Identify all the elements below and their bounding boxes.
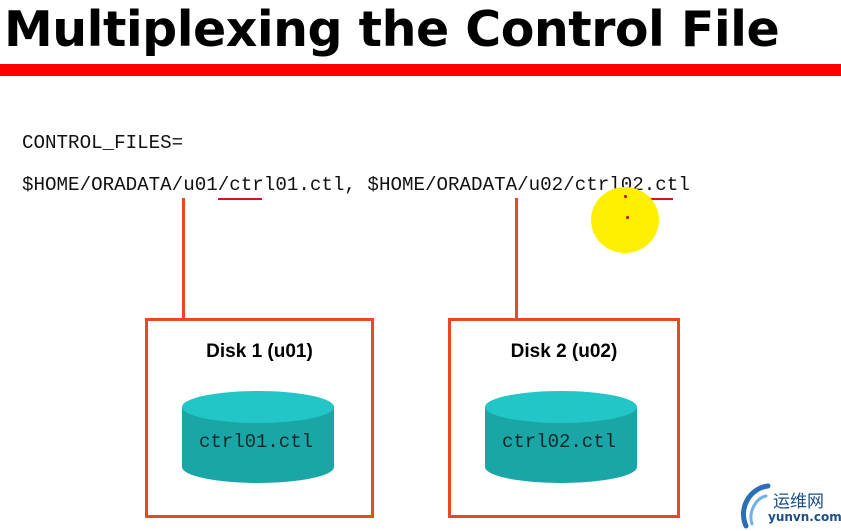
disk-2-file: ctrl02.ctl (501, 431, 617, 453)
pointer-dot (624, 195, 627, 198)
connector-line-disk1 (182, 198, 185, 320)
u01-underline (218, 198, 262, 200)
control-files-paths: $HOME/ORADATA/u01/ctrl01.ctl, $HOME/ORAD… (22, 174, 690, 196)
title-divider (0, 64, 841, 76)
control-files-param: CONTROL_FILES= (22, 132, 184, 154)
mouse-pointer-highlight (591, 187, 659, 253)
disk-2-box: Disk 2 (u02) ctrl02.ctl (448, 318, 680, 518)
disk-2-cylinder-icon (485, 391, 637, 483)
watermark-name: 运维网 (773, 492, 824, 512)
slide-title: Multiplexing the Control File (4, 1, 780, 58)
disk-1-title: Disk 1 (u01) (206, 341, 313, 362)
disk-1-box: Disk 1 (u01) ctrl01.ctl (145, 318, 374, 518)
watermark-logo-icon (741, 483, 771, 529)
disk-2-title: Disk 2 (u02) (510, 341, 618, 362)
pointer-dot (626, 216, 629, 219)
watermark-domain: yunvn.com (768, 510, 841, 524)
connector-line-disk2 (515, 198, 518, 320)
disk-1-file: ctrl01.ctl (198, 431, 314, 453)
disk-1-cylinder-icon (182, 391, 334, 483)
